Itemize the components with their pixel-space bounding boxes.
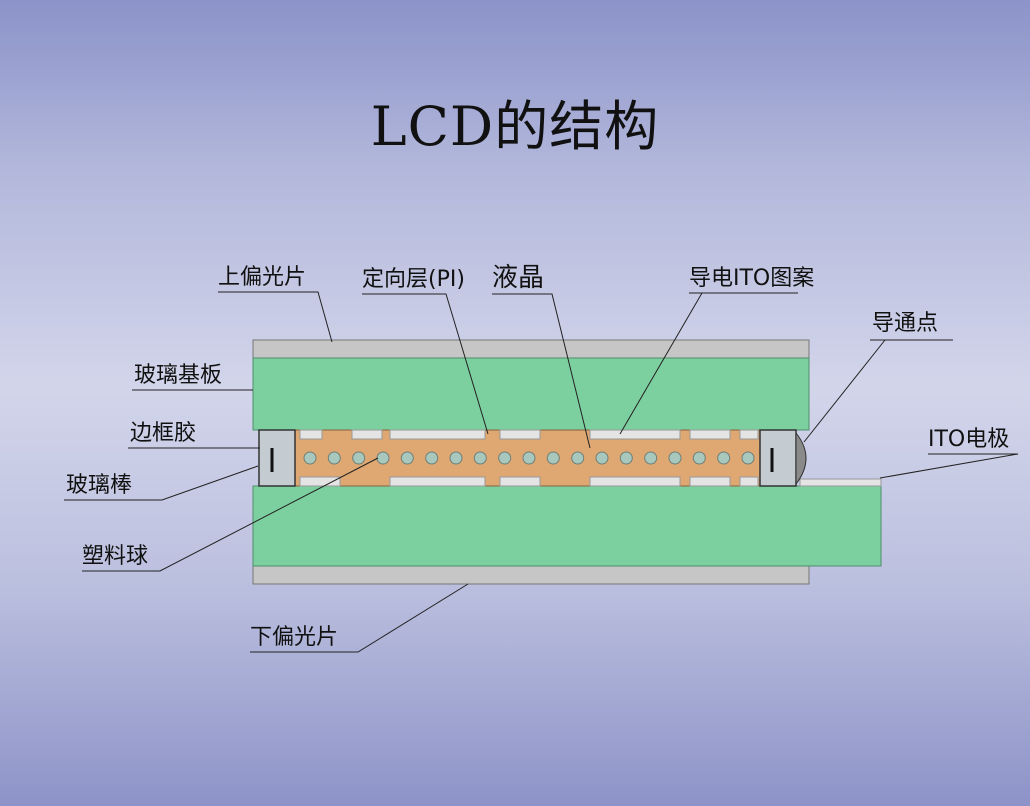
ito-electrode-strip (799, 478, 882, 487)
upper-glass-substrate (252, 357, 810, 431)
label-glass-rod: 玻璃棒 (66, 473, 132, 498)
plastic-ball (376, 451, 390, 465)
leader-lines (64, 291, 1019, 653)
plastic-ball (352, 451, 366, 465)
plastic-ball (473, 451, 487, 465)
label-upper-polarizer: 上偏光片 (218, 265, 306, 290)
lower-glass-substrate (252, 485, 882, 567)
conductive-point (795, 431, 807, 486)
label-ito-electrode: ITO电极 (928, 427, 1009, 452)
lower-ito-pattern (299, 476, 759, 487)
label-conductive-point: 导通点 (872, 311, 938, 336)
plastic-ball (303, 451, 317, 465)
right-frame-sealant (759, 429, 797, 487)
label-lower-polarizer: 下偏光片 (250, 625, 338, 650)
label-liquid-crystal: 液晶 (492, 263, 544, 293)
upper-polarizer (252, 339, 810, 359)
label-glass-substrate: 玻璃基板 (134, 363, 222, 388)
plastic-ball (425, 451, 439, 465)
plastic-ball (327, 451, 341, 465)
label-ito-pattern: 导电ITO图案 (689, 266, 814, 291)
plastic-ball (571, 451, 585, 465)
left-frame-sealant (258, 429, 296, 487)
diagram-title: LCD的结构 (370, 95, 660, 158)
label-frame-sealant: 边框胶 (130, 421, 196, 446)
plastic-ball (692, 451, 706, 465)
label-plastic-ball: 塑料球 (82, 544, 148, 569)
lower-polarizer (252, 565, 810, 585)
upper-ito-pattern (299, 429, 759, 440)
plastic-ball (741, 451, 755, 465)
plastic-ball (546, 451, 560, 465)
plastic-ball (619, 451, 633, 465)
plastic-ball (668, 451, 682, 465)
plastic-ball (595, 451, 609, 465)
plastic-ball (717, 451, 731, 465)
plastic-ball (400, 451, 414, 465)
plastic-ball (522, 451, 536, 465)
label-alignment-layer: 定向层(PI) (362, 267, 465, 292)
plastic-ball-spacers (303, 451, 755, 465)
plastic-ball (644, 451, 658, 465)
plastic-ball (498, 451, 512, 465)
plastic-ball (449, 451, 463, 465)
